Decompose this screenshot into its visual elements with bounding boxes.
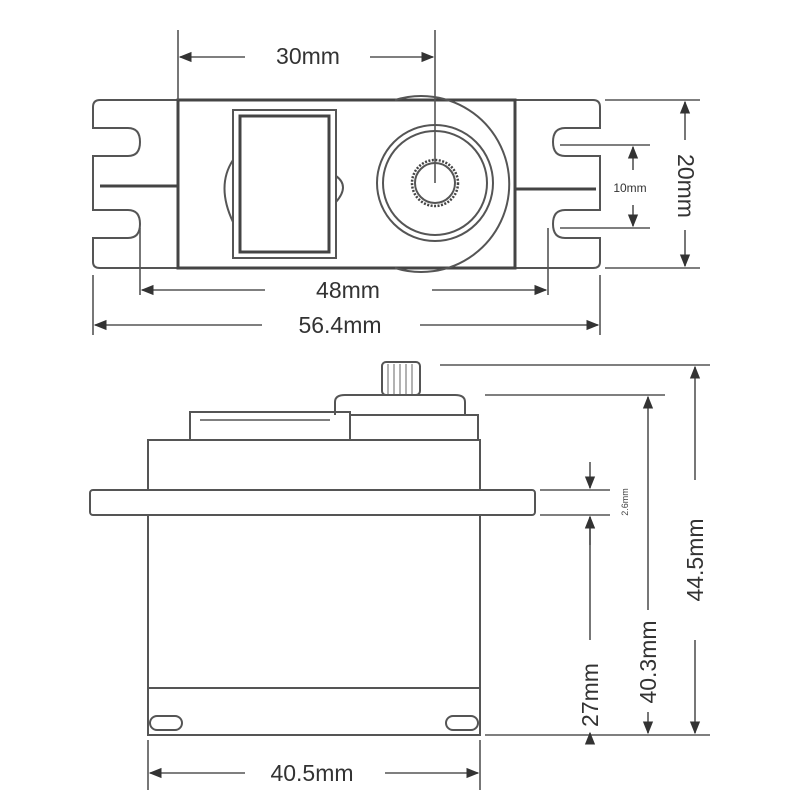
mounting-flange	[89, 489, 536, 516]
dim-20mm: 20mm	[673, 154, 699, 218]
case-label-frame	[232, 109, 337, 259]
output-spline	[410, 158, 460, 208]
lower-case	[147, 514, 481, 736]
dim-44-5mm: 44.5mm	[682, 518, 708, 601]
top-view: 30mm 48mm 56.4mm 20mm 10mm	[92, 30, 700, 338]
dim-2-6mm: 2.6mm	[620, 488, 630, 516]
upper-case	[147, 439, 481, 491]
dim-30mm: 30mm	[276, 43, 340, 69]
right-bump	[335, 175, 344, 203]
gear-cap	[334, 394, 466, 415]
dim-40-5mm: 40.5mm	[270, 760, 353, 786]
dim-40-3mm: 40.3mm	[635, 620, 661, 703]
gear-housing-arc	[394, 95, 511, 273]
left-bump	[223, 159, 234, 223]
bottom-screw-right	[445, 715, 479, 731]
case-body-top	[176, 98, 517, 270]
dim-56-4mm: 56.4mm	[298, 312, 381, 338]
top-cover-block	[189, 411, 351, 441]
left-flange	[92, 99, 178, 269]
dim-48mm: 48mm	[316, 277, 380, 303]
case-label-window	[238, 114, 331, 254]
bottom-screw-left	[149, 715, 183, 731]
dim-27mm: 27mm	[577, 663, 603, 727]
right-flange	[515, 99, 601, 269]
dim-10mm: 10mm	[613, 181, 646, 195]
side-view: 44.5mm 40.3mm 27mm 2.6mm 40.5mm	[89, 361, 710, 790]
gear-housing	[349, 414, 479, 441]
